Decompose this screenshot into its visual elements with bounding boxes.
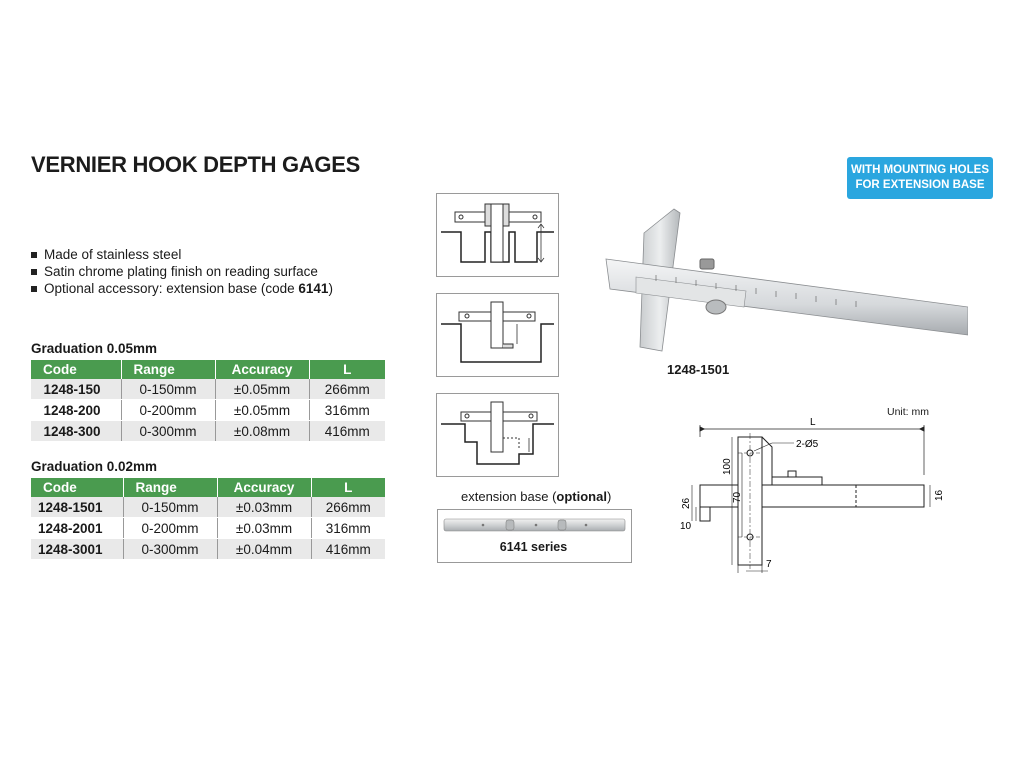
table-row: 1248-200 0-200mm ±0.05mm 316mm bbox=[31, 399, 385, 421]
col-header-accuracy: Accuracy bbox=[214, 360, 309, 379]
extension-base-label: extension base (optional) bbox=[461, 489, 611, 504]
extension-label-bold: optional bbox=[556, 489, 607, 504]
table-header-row: Code Range Accuracy L bbox=[31, 478, 385, 497]
mounting-holes-badge: WITH MOUNTING HOLES FOR EXTENSION BASE bbox=[847, 157, 993, 199]
cell-accuracy: ±0.05mm bbox=[214, 399, 309, 421]
dim-70: 70 bbox=[732, 491, 743, 503]
usage-diagram-3 bbox=[436, 393, 559, 477]
spec-table-2: Code Range Accuracy L 1248-1501 0-150mm … bbox=[31, 478, 385, 560]
feature-item: Optional accessory: extension base (code… bbox=[30, 280, 333, 297]
extension-base-photo bbox=[443, 518, 626, 532]
col-header-l: L bbox=[310, 478, 385, 497]
cell-range: 0-200mm bbox=[120, 399, 215, 421]
extension-label-suffix: ) bbox=[606, 489, 612, 504]
model-label: 1248-1501 bbox=[667, 362, 730, 377]
cell-l: 416mm bbox=[308, 420, 385, 442]
cell-l: 416mm bbox=[310, 538, 385, 560]
dim-16: 16 bbox=[934, 489, 945, 501]
table-row: 1248-150 0-150mm ±0.05mm 266mm bbox=[31, 379, 385, 400]
feature-item: Made of stainless steel bbox=[30, 246, 333, 263]
dim-10: 10 bbox=[680, 521, 692, 532]
cell-accuracy: ±0.04mm bbox=[216, 538, 311, 560]
cell-range: 0-200mm bbox=[122, 517, 217, 539]
table-row: 1248-3001 0-300mm ±0.04mm 416mm bbox=[31, 538, 385, 560]
col-header-range: Range bbox=[120, 360, 215, 379]
technical-drawing: L 2-Ø5 100 70 26 10 16 7 bbox=[680, 417, 945, 573]
cell-range: 0-300mm bbox=[122, 538, 217, 560]
cell-l: 316mm bbox=[308, 399, 385, 421]
cell-range: 0-150mm bbox=[122, 497, 217, 518]
table-row: 1248-1501 0-150mm ±0.03mm 266mm bbox=[31, 497, 385, 518]
dim-l: L bbox=[810, 417, 816, 428]
depth-gage-photo bbox=[605, 208, 968, 352]
accessory-code: 6141 bbox=[298, 281, 329, 296]
feature-item: Satin chrome plating finish on reading s… bbox=[30, 263, 333, 280]
cell-code: 1248-300 bbox=[31, 420, 121, 442]
col-header-code: Code bbox=[31, 360, 121, 379]
cell-code: 1248-200 bbox=[31, 399, 121, 421]
cell-l: 316mm bbox=[310, 517, 385, 539]
graduation-label-1: Graduation 0.05mm bbox=[31, 341, 158, 356]
cell-range: 0-300mm bbox=[120, 420, 215, 442]
extension-series-label: 6141 series bbox=[499, 540, 568, 554]
table-header-row: Code Range Accuracy L bbox=[31, 360, 385, 379]
table-row: 1248-300 0-300mm ±0.08mm 416mm bbox=[31, 420, 385, 442]
unit-label: Unit: mm bbox=[887, 406, 929, 418]
cell-range: 0-150mm bbox=[120, 379, 215, 400]
extension-label-prefix: extension base ( bbox=[461, 489, 557, 504]
cell-code: 1248-2001 bbox=[31, 517, 123, 539]
cell-code: 1248-1501 bbox=[31, 497, 123, 518]
usage-diagram-2-svg bbox=[441, 301, 554, 363]
col-header-range: Range bbox=[122, 478, 217, 497]
feature-list: Made of stainless steel Satin chrome pla… bbox=[30, 246, 333, 297]
cell-accuracy: ±0.08mm bbox=[214, 420, 309, 442]
extension-base-box bbox=[437, 509, 632, 563]
cell-l: 266mm bbox=[310, 497, 385, 518]
usage-diagram-1-svg bbox=[441, 203, 554, 263]
dim-hole: 2-Ø5 bbox=[796, 439, 819, 450]
feature-text: Optional accessory: extension base (code bbox=[44, 281, 299, 296]
usage-diagram-3-svg bbox=[441, 401, 554, 465]
cell-code: 1248-150 bbox=[31, 379, 121, 400]
cell-code: 1248-3001 bbox=[31, 538, 123, 560]
cell-accuracy: ±0.03mm bbox=[216, 497, 311, 518]
table-row: 1248-2001 0-200mm ±0.03mm 316mm bbox=[31, 517, 385, 539]
badge-line-2: FOR EXTENSION BASE bbox=[855, 179, 985, 191]
dim-100: 100 bbox=[722, 458, 733, 475]
cell-accuracy: ±0.03mm bbox=[216, 517, 311, 539]
dim-7: 7 bbox=[766, 559, 772, 570]
col-header-l: L bbox=[308, 360, 385, 379]
page-title: VERNIER HOOK DEPTH GAGES bbox=[31, 152, 360, 177]
usage-diagram-2 bbox=[436, 293, 559, 377]
badge-line-1: WITH MOUNTING HOLES bbox=[851, 164, 989, 176]
feature-text-tail: ) bbox=[328, 281, 333, 296]
usage-diagram-1 bbox=[436, 193, 559, 277]
col-header-code: Code bbox=[31, 478, 123, 497]
cell-l: 266mm bbox=[308, 379, 385, 400]
spec-table-1: Code Range Accuracy L 1248-150 0-150mm ±… bbox=[31, 360, 385, 442]
dim-26: 26 bbox=[681, 497, 692, 509]
col-header-accuracy: Accuracy bbox=[216, 478, 311, 497]
cell-accuracy: ±0.05mm bbox=[214, 379, 309, 400]
graduation-label-2: Graduation 0.02mm bbox=[31, 459, 158, 474]
